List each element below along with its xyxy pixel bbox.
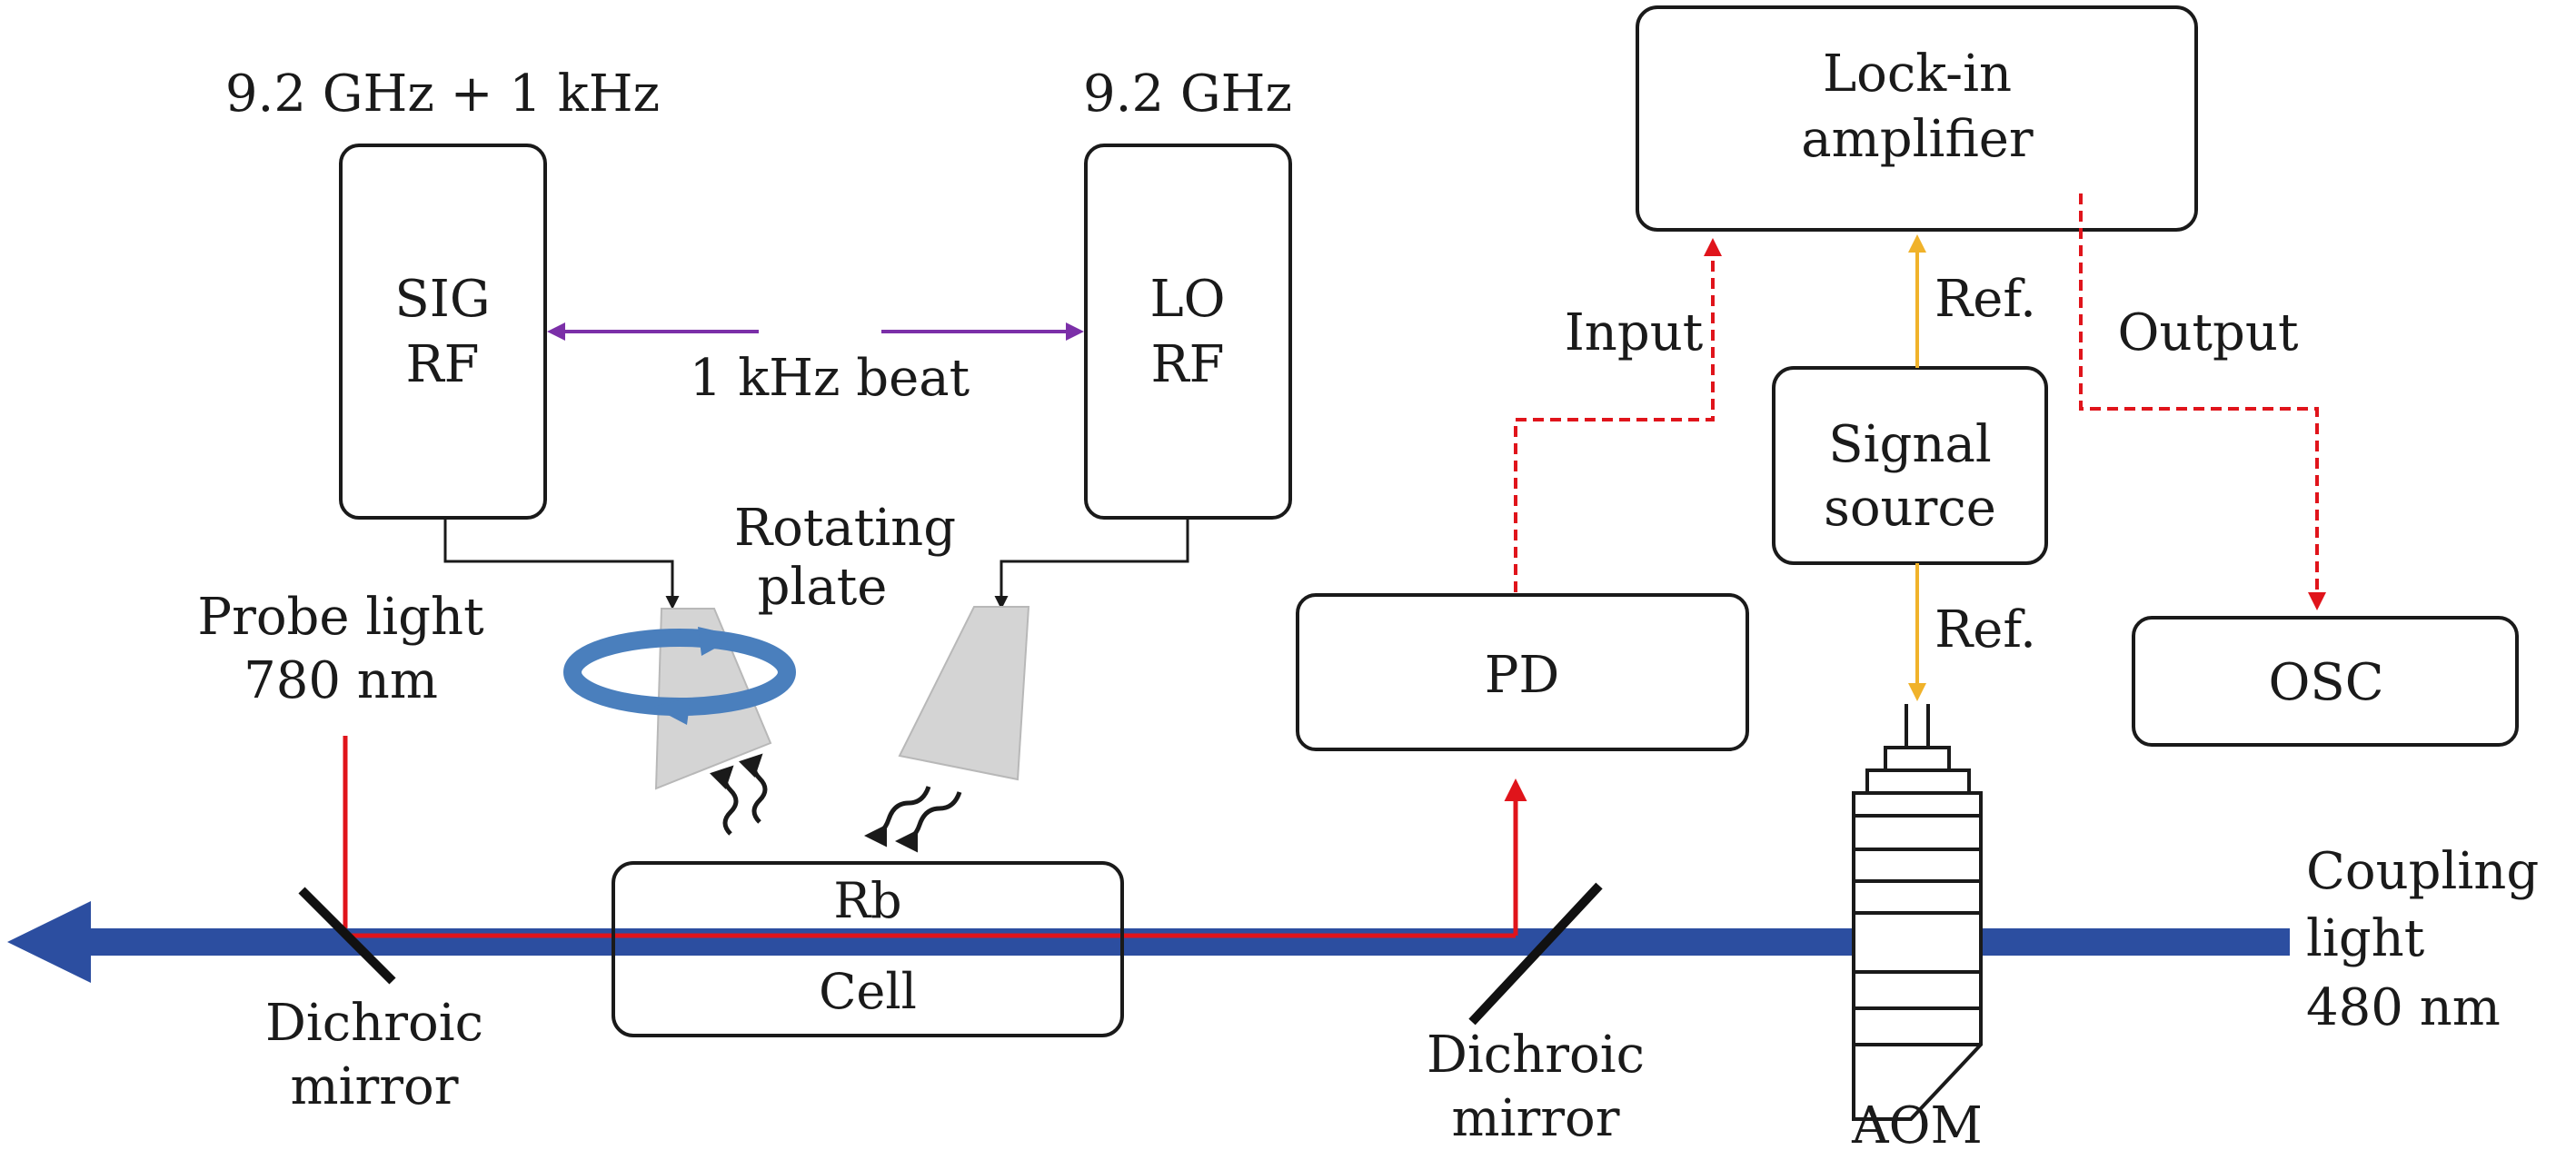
signal-source-label-line1: Signal (1828, 415, 1991, 474)
dichroic-right-label-line1: Dichroic (1427, 1026, 1645, 1085)
lockin-label-line2: amplifier (1801, 110, 2034, 169)
probe-beam (343, 736, 1527, 938)
probe-light-label-line2: 780 nm (244, 651, 438, 710)
lo-frequency-label: 9.2 GHz (1083, 64, 1292, 124)
pd-box (1296, 593, 1749, 751)
sig-rf-box (339, 144, 547, 520)
dichroic-left-label-line1: Dichroic (265, 994, 483, 1053)
aom-device (1852, 704, 1983, 1121)
dichroic-left-label-line2: mirror (290, 1057, 458, 1116)
signal-source-label-line2: source (1824, 479, 1996, 538)
input-label: Input (1565, 303, 1704, 362)
coupling-light-label-line1: Coupling (2306, 842, 2539, 901)
sig-rf-cable (443, 518, 680, 610)
dichroic-right-label-line2: mirror (1451, 1089, 1619, 1148)
rotating-plate-label-line1: Rotating (734, 499, 956, 558)
pd-label: PD (1485, 646, 1560, 705)
sig-rf-label-line1: SIG (394, 270, 490, 329)
beat-label: 1 kHz beat (690, 349, 970, 408)
sig-frequency-label: 9.2 GHz + 1 kHz (225, 64, 660, 124)
lo-horn-antenna (898, 606, 1030, 781)
ref-top-label: Ref. (1934, 270, 2036, 329)
dichroic-mirror-left (298, 887, 396, 985)
rotating-plate-label-line2: plate (758, 558, 888, 617)
output-signal-path (2079, 193, 2326, 610)
lo-rf-box (1084, 144, 1292, 520)
rotation-arrow-icon (563, 627, 796, 725)
dichroic-mirror-right (1468, 882, 1603, 1026)
signal-source-box (1772, 366, 2048, 565)
coupling-light-label-line3: 480 nm (2306, 978, 2501, 1037)
lockin-amplifier-box (1636, 5, 2198, 232)
lockin-label-line1: Lock-in (1823, 45, 2012, 104)
sig-rf-label-line2: RF (405, 335, 479, 394)
output-label: Output (2118, 303, 2299, 362)
input-signal-path (1514, 238, 1722, 592)
probe-light-label-line1: Probe light (197, 588, 484, 647)
lo-rf-label-line2: RF (1150, 335, 1224, 394)
ref-bottom-label: Ref. (1934, 600, 2036, 659)
cell-label-rb: Rb (833, 872, 901, 929)
lo-rf-label-line1: LO (1149, 270, 1225, 329)
rb-cell (612, 861, 1124, 1037)
lo-rf-cable (994, 518, 1189, 610)
aom-label: AOM (1851, 1096, 1983, 1150)
microwave-wave-icon (710, 753, 962, 853)
osc-label: OSC (2268, 653, 2383, 712)
osc-box (2132, 616, 2519, 747)
cell-label-cell: Cell (819, 963, 917, 1020)
coupling-light-label-line2: light (2306, 909, 2425, 968)
